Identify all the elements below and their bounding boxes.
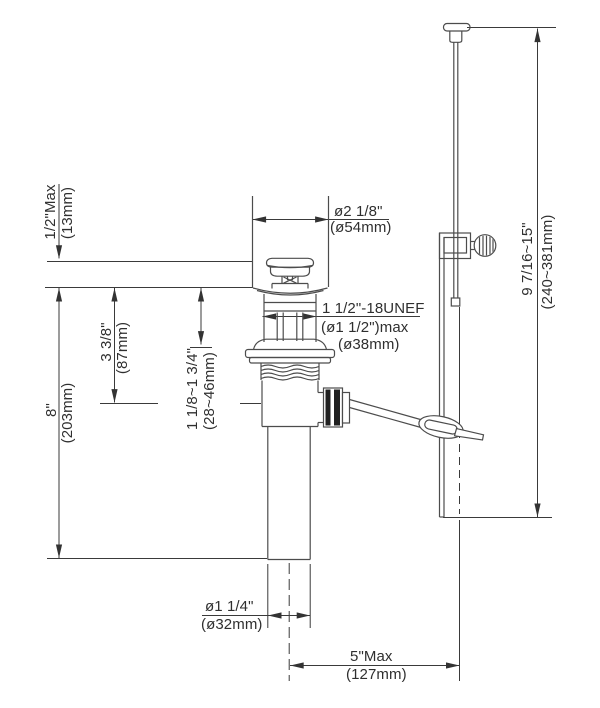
flange-diameter-metric-label: (ø54mm)	[330, 219, 392, 236]
overall-height-metric-label: (203mm)	[59, 382, 77, 444]
pivot-nut-stripe	[334, 389, 340, 426]
drain-cup	[251, 196, 330, 296]
pivot-nut-stripe	[325, 389, 331, 426]
lift-rod-end-hook	[450, 297, 461, 307]
thread-spec-label: 1 1/2"-18UNEF	[322, 300, 425, 317]
clevis-strap	[438, 233, 445, 518]
tailpiece-diameter-metric-label: (ø32mm)	[201, 616, 263, 633]
tailpiece	[267, 427, 311, 561]
dim-overall-height	[47, 287, 267, 559]
flange-to-pivot-metric-label: (87mm)	[114, 321, 132, 375]
dim-mounting-range	[190, 287, 212, 348]
deck-thickness-metric-label: (13mm)	[59, 186, 77, 240]
dim-tailpiece-diameter	[202, 563, 311, 681]
overall-height-imperial-label: 8"	[43, 403, 61, 417]
horizontal-reach-metric-label: (127mm)	[346, 666, 407, 683]
dim-horizontal-reach	[290, 307, 460, 681]
drain-threads	[260, 363, 320, 381]
flange-to-pivot-imperial-label: 3 3/8"	[98, 322, 116, 362]
lift-rod-height-metric-label: (240~381mm)	[539, 214, 557, 310]
rod-clamp	[438, 232, 497, 260]
sink-deck-lines	[45, 261, 252, 288]
pivot-assembly	[318, 387, 425, 429]
drain-body	[261, 380, 319, 428]
pivot-rod-tip	[453, 427, 485, 441]
horizontal-reach-imperial-label: 5"Max	[350, 648, 393, 665]
dim-lift-rod-height	[443, 27, 556, 518]
mounting-range-metric-label: (28~46mm)	[201, 351, 219, 431]
drain-flange	[244, 338, 336, 364]
lift-rod	[442, 22, 471, 307]
flange-diameter-imperial-label: ø2 1/8"	[334, 203, 383, 220]
lift-rod-height-imperial-label: 9 7/16~15"	[519, 222, 537, 296]
deck-thickness-imperial-label: 1/2"Max	[42, 184, 60, 240]
drain-neck	[263, 294, 317, 342]
thread-max-diameter-label: (ø1 1/2")max	[321, 319, 409, 336]
clevis-link	[418, 415, 464, 439]
mounting-range-imperial-label: 1 1/8~1 3/4"	[184, 347, 202, 431]
dim-flange-to-pivot	[100, 287, 261, 404]
drain-stopper	[265, 257, 315, 289]
tailpiece-diameter-imperial-label: ø1 1/4"	[205, 598, 254, 615]
thread-metric-label: (ø38mm)	[338, 336, 400, 353]
lift-rod-knob	[442, 22, 471, 32]
